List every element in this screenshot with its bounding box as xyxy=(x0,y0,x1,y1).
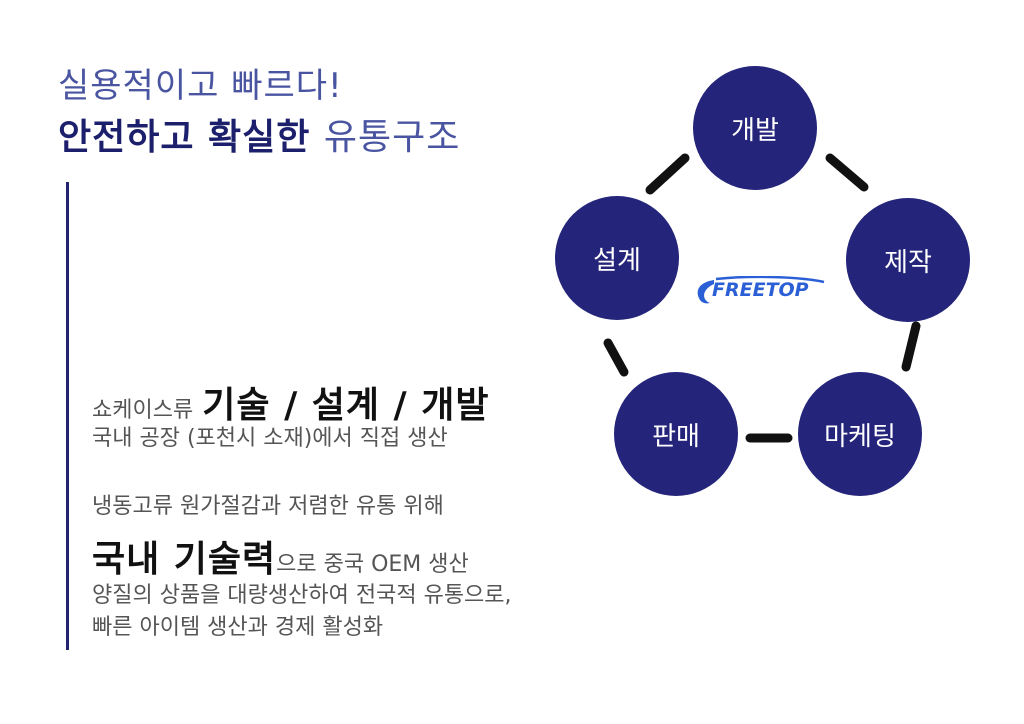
freetop-logo: FREETOP xyxy=(692,276,828,306)
body-line-4-emphasis: 국내 기술력 xyxy=(92,539,277,580)
cycle-node-sales: 판매 xyxy=(614,372,738,496)
connector-make-marketing xyxy=(901,321,921,372)
body-line-1: 쇼케이스류 기술 / 설계 / 개발 xyxy=(92,376,489,428)
body-line-1-emphasis: 기술 / 설계 / 개발 xyxy=(202,385,490,426)
connector-develop-make xyxy=(825,153,869,192)
body-line-5: 양질의 상품을 대량생산하여 전국적 유통으로, xyxy=(92,583,512,608)
body-lines-5-6: 양질의 상품을 대량생산하여 전국적 유통으로, 빠른 아이템 생산과 경제 활… xyxy=(92,580,512,644)
heading-line-2: 안전하고 확실한 유통구조 xyxy=(58,108,460,160)
freetop-logo-swoosh-icon xyxy=(697,276,825,304)
body-line-1-prefix: 쇼케이스류 xyxy=(92,398,194,423)
cycle-connectors xyxy=(603,153,921,443)
cycle-node-make: 제작 xyxy=(846,198,970,322)
cycle-node-marketing: 마케팅 xyxy=(798,372,922,496)
accent-vertical-line xyxy=(66,182,69,650)
heading-line-2-light: 유통구조 xyxy=(323,117,461,158)
cycle-diagram: 개발 제작 마케팅 판매 설계 FREETOP xyxy=(540,60,980,500)
connector-sales-design xyxy=(603,338,629,377)
body-line-3: 냉동고류 원가절감과 저렴한 유통 위해 xyxy=(92,494,444,519)
body-line-2: 국내 공장 (포천시 소재)에서 직접 생산 xyxy=(92,426,448,451)
cycle-node-develop: 개발 xyxy=(693,66,817,190)
heading-line-1: 실용적이고 빠르다! xyxy=(58,66,343,106)
body-line-4: 국내 기술력으로 중국 OEM 생산 xyxy=(92,530,469,582)
body-line-6: 빠른 아이템 생산과 경제 활성화 xyxy=(92,615,384,640)
freetop-logo-text: FREETOP xyxy=(712,279,809,301)
cycle-node-design: 설계 xyxy=(555,196,679,320)
heading-line-2-bold: 안전하고 확실한 xyxy=(58,117,311,158)
connector-design-develop xyxy=(645,153,690,195)
body-line-4-suffix: 으로 중국 OEM 생산 xyxy=(276,552,469,577)
